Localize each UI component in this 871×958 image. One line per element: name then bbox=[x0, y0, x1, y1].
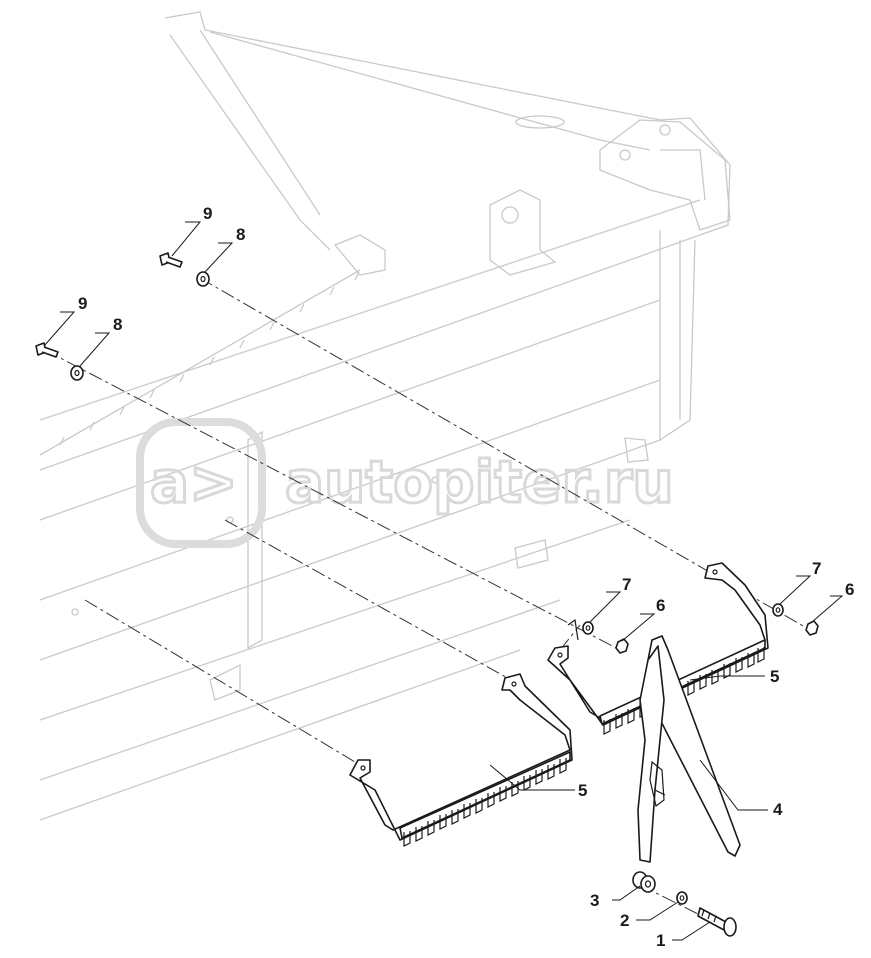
callout-6-left: 6 bbox=[656, 596, 665, 615]
leader-lines bbox=[43, 221, 844, 941]
header-frame bbox=[39, 11, 731, 821]
callout-9-upper: 9 bbox=[203, 204, 212, 223]
washer-2 bbox=[676, 891, 688, 905]
callout-8-upper: 8 bbox=[236, 225, 245, 244]
nut-6-left bbox=[615, 638, 629, 654]
callout-7-left: 7 bbox=[622, 575, 631, 594]
callout-1: 1 bbox=[656, 931, 665, 950]
washer-7-left bbox=[582, 621, 594, 635]
divider-point-4 bbox=[637, 635, 741, 863]
callout-5-right: 5 bbox=[770, 667, 779, 686]
callout-7-right: 7 bbox=[812, 559, 821, 578]
comb-bracket-5-left bbox=[349, 673, 573, 847]
spacer-3 bbox=[632, 871, 656, 893]
watermark-text: autopiter.ru bbox=[285, 448, 674, 516]
watermark-logo-glyph: a> bbox=[150, 448, 238, 516]
washer-7-right bbox=[772, 603, 784, 617]
bolt-9-upper bbox=[159, 252, 183, 268]
callout-2: 2 bbox=[620, 911, 629, 930]
callout-labels: 9 8 9 8 7 6 7 6 5 5 4 3 2 1 bbox=[78, 204, 854, 950]
washer-8-upper bbox=[196, 271, 210, 287]
callout-8-lower: 8 bbox=[113, 315, 122, 334]
callout-9-lower: 9 bbox=[78, 294, 87, 313]
washer-8-lower bbox=[70, 365, 84, 381]
bolt-1 bbox=[697, 907, 737, 937]
watermark: a> autopiter.ru bbox=[136, 418, 675, 548]
nut-6-right bbox=[805, 620, 819, 636]
callout-5-left: 5 bbox=[578, 781, 587, 800]
callout-4: 4 bbox=[773, 800, 783, 819]
callout-6-right: 6 bbox=[845, 580, 854, 599]
bolt-9-lower bbox=[35, 342, 59, 358]
callout-3: 3 bbox=[590, 891, 599, 910]
watermark-logo-icon bbox=[136, 418, 266, 548]
